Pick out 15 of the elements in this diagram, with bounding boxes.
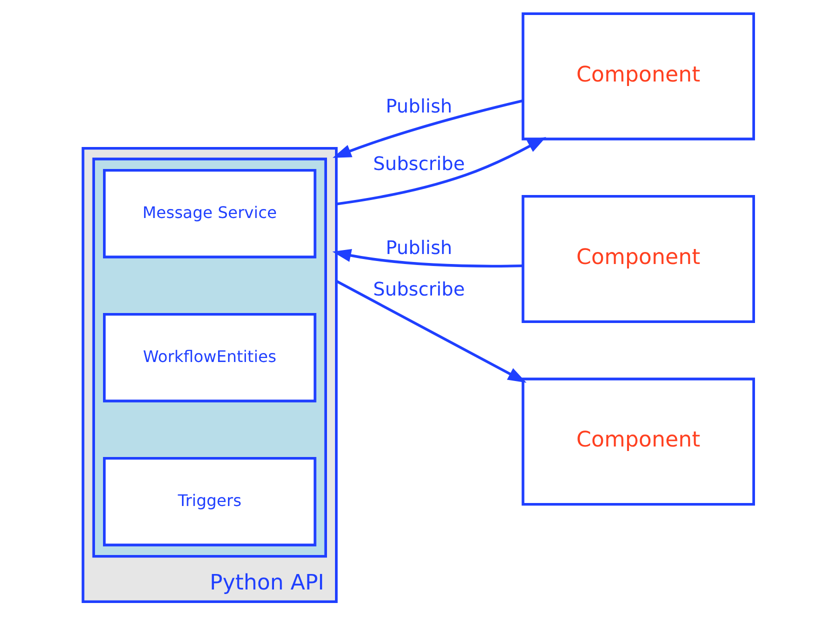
arrow	[336, 137, 546, 206]
node-box: Component	[521, 378, 754, 506]
arrow	[335, 280, 526, 383]
edge-label: Publish	[385, 238, 452, 259]
node-box: Component	[521, 12, 754, 140]
edge-label: Subscribe	[372, 154, 464, 175]
node-box: Message Service	[102, 169, 316, 258]
arrow	[332, 100, 522, 158]
edge-label: Subscribe	[372, 279, 464, 300]
cluster	[92, 158, 326, 558]
edge-label: Publish	[385, 96, 452, 118]
node-box: Triggers	[102, 457, 316, 546]
arrow	[332, 249, 522, 268]
node-box: Component	[521, 195, 754, 323]
node-box: WorkflowEntities	[102, 313, 316, 402]
